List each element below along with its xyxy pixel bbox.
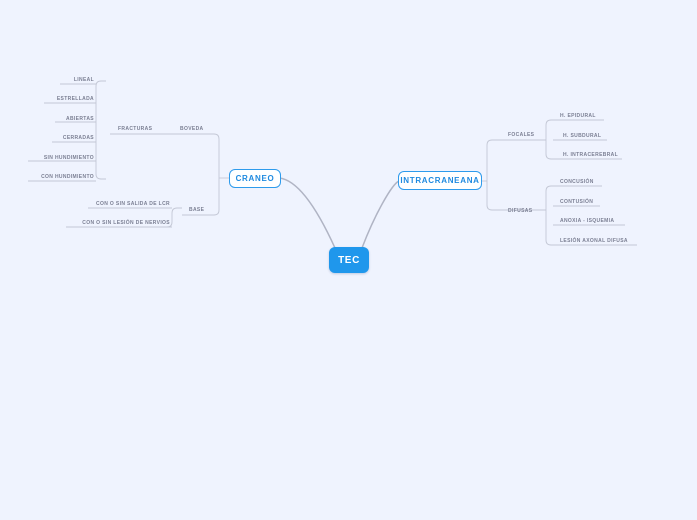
leaf-contusion[interactable]: CONTUSIÓN bbox=[560, 199, 594, 205]
edge-boveda-trunk bbox=[95, 80, 106, 180]
leaf-h-epidural[interactable]: H. EPIDURAL bbox=[560, 113, 596, 119]
edge-left-trunk bbox=[210, 133, 220, 216]
branch-label-boveda[interactable]: BOVEDA bbox=[180, 126, 204, 132]
leaf-salida-lcr[interactable]: CON O SIN SALIDA DE LCR bbox=[96, 201, 170, 207]
branch-label-base[interactable]: BASE bbox=[189, 207, 205, 213]
edge-difusas-trunk bbox=[545, 185, 553, 246]
edge-root-craneo bbox=[278, 177, 336, 249]
leaf-con-hundimiento[interactable]: CON HUNDIMIENTO bbox=[41, 174, 94, 180]
branch-label-focales[interactable]: FOCALES bbox=[508, 132, 535, 138]
leaf-concusion[interactable]: CONCUSIÓN bbox=[560, 179, 594, 185]
leaf-lesion-nervios[interactable]: CON O SIN LESIÓN DE NERVIOS bbox=[82, 220, 170, 226]
leaf-h-intracerebral[interactable]: H. INTRACEREBRAL bbox=[563, 152, 619, 158]
node-intracraneana[interactable]: INTRACRANEANA bbox=[398, 171, 482, 190]
node-craneo-label: CRANEO bbox=[235, 174, 275, 183]
leaf-sin-hundimiento[interactable]: SIN HUNDIMIENTO bbox=[43, 155, 94, 161]
node-intracraneana-label: INTRACRANEANA bbox=[400, 176, 480, 185]
branch-label-difusas[interactable]: DIFUSAS bbox=[508, 208, 533, 214]
leaf-estrellada[interactable]: ESTRELLADA bbox=[56, 96, 94, 102]
edge-focales-trunk bbox=[545, 119, 553, 160]
leaf-lesion-axonal-difusa[interactable]: LESIÓN AXONAL DIFUSA bbox=[560, 238, 628, 244]
node-craneo[interactable]: CRANEO bbox=[229, 169, 281, 188]
branch-label-fracturas[interactable]: FRACTURAS bbox=[118, 126, 153, 132]
node-root-tec[interactable]: TEC bbox=[329, 247, 369, 273]
leaf-lineal[interactable]: LINEAL bbox=[73, 77, 94, 83]
leaf-abiertas[interactable]: ABIERTAS bbox=[66, 116, 94, 122]
edge-right-trunk bbox=[486, 139, 497, 211]
leaf-anoxia-isquemia[interactable]: ANOXIA - ISQUEMIA bbox=[560, 218, 615, 224]
leaf-h-subdural[interactable]: H. SUBDURAL bbox=[563, 133, 602, 139]
node-root-label: TEC bbox=[338, 254, 360, 266]
edge-root-intracraneana bbox=[361, 180, 400, 249]
leaf-cerradas[interactable]: CERRADAS bbox=[62, 135, 94, 141]
